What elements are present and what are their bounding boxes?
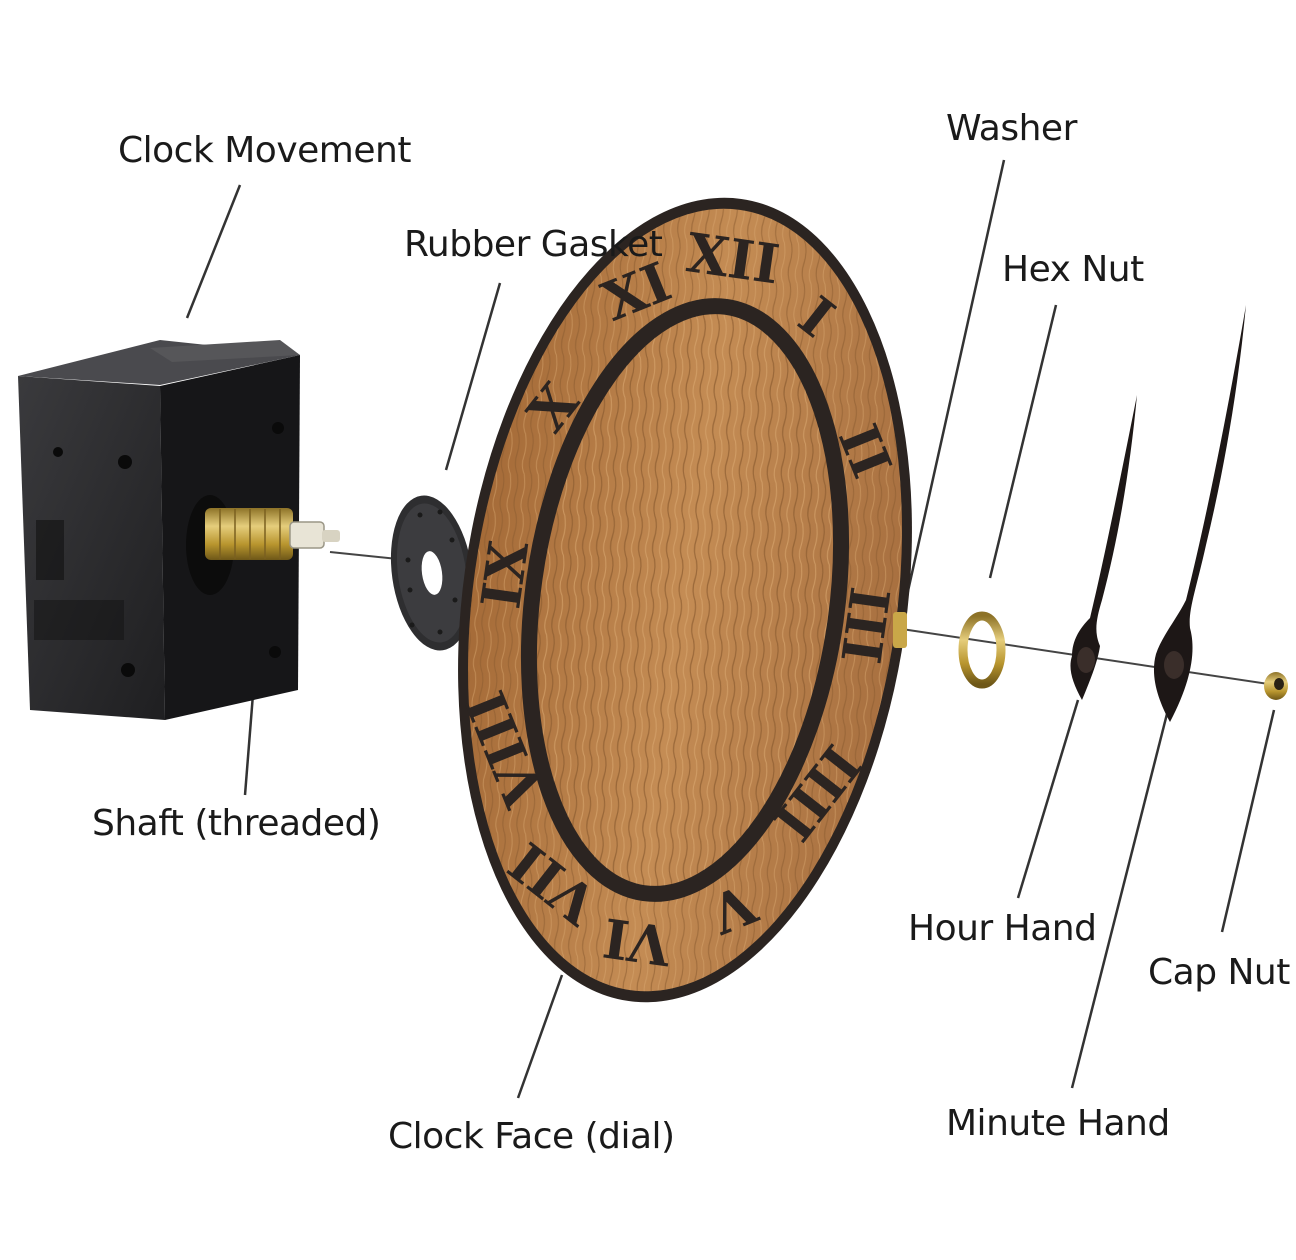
leader-hex-nut <box>988 304 1058 579</box>
threaded-shaft <box>205 508 340 560</box>
hour-hand <box>1070 395 1137 700</box>
dial-numeral: IX <box>468 537 541 613</box>
leader-minute-hand <box>1070 701 1172 1089</box>
leader-clock-movement <box>185 184 242 319</box>
label-washer: Washer <box>946 108 1078 149</box>
label-rubber-gasket: Rubber Gasket <box>404 224 663 265</box>
leader-clock-face <box>516 974 564 1099</box>
leader-cap-nut <box>1220 709 1276 933</box>
clock-movement <box>18 340 300 720</box>
part-labels: Clock Movement Rubber Gasket Shaft (thre… <box>92 108 1291 1157</box>
label-shaft: Shaft (threaded) <box>92 803 380 844</box>
label-cap-nut: Cap Nut <box>1148 952 1290 993</box>
rubber-gasket <box>390 495 474 651</box>
label-hour-hand: Hour Hand <box>908 908 1096 949</box>
label-hex-nut: Hex Nut <box>1002 249 1144 290</box>
leader-hour-hand <box>1016 699 1080 899</box>
label-minute-hand: Minute Hand <box>946 1103 1170 1144</box>
dial-numeral: VI <box>599 905 675 978</box>
hex-nut <box>893 612 907 648</box>
label-clock-movement: Clock Movement <box>118 130 411 171</box>
washer <box>958 611 1006 689</box>
dial-numeral: III <box>828 583 902 667</box>
cap-nut <box>1264 672 1288 700</box>
minute-hand <box>1153 305 1246 722</box>
label-clock-face: Clock Face (dial) <box>388 1116 675 1157</box>
dial-numeral: XII <box>683 220 783 296</box>
leader-rubber-gasket <box>444 282 502 471</box>
leader-washer <box>904 159 1006 601</box>
